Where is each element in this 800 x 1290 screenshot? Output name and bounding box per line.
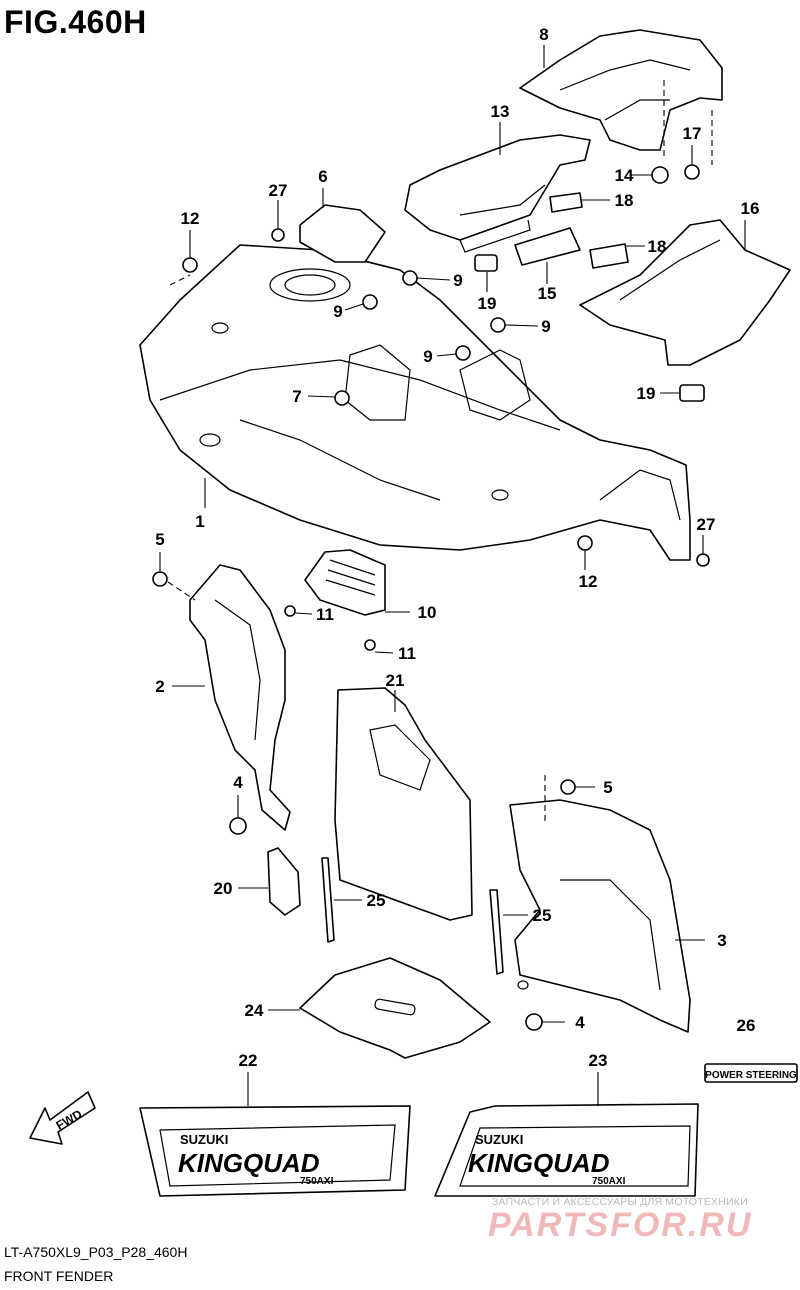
part-25-tie-a[interactable] [321, 857, 335, 943]
fastener-27-a[interactable] [271, 200, 285, 242]
fastener-9-d[interactable] [436, 345, 471, 361]
part-18-pad-a[interactable] [549, 192, 583, 213]
callout-4-b: 4 [575, 1013, 585, 1032]
callout-4-a: 4 [233, 773, 243, 792]
figure-title: FIG.460H [4, 4, 147, 40]
part-25-tie-b[interactable] [489, 889, 504, 975]
watermark-logo: PARTSFOR.RU [488, 1206, 753, 1244]
fastener-4-a[interactable] [229, 795, 247, 835]
decal-22-sub: 750AXI [300, 1176, 334, 1187]
part-16-side-panel[interactable] [579, 219, 791, 366]
callout-18-b: 18 [648, 237, 667, 256]
callout-22: 22 [239, 1051, 258, 1070]
callout-10: 10 [418, 603, 437, 622]
part-13-bracket[interactable] [404, 134, 591, 241]
decal-22-model: KINGQUAD [178, 1148, 320, 1178]
part-15-plate[interactable] [514, 227, 581, 266]
callout-20: 20 [214, 879, 233, 898]
callout-9-a: 9 [453, 271, 462, 290]
callout-27-a: 27 [269, 181, 288, 200]
footer-section-name: FRONT FENDER [4, 1268, 114, 1284]
part-6-pad[interactable] [299, 204, 386, 263]
fastener-27-b[interactable] [696, 535, 710, 567]
callout-26: 26 [737, 1016, 756, 1035]
callout-27-b: 27 [697, 515, 716, 534]
part-8-upper-cover[interactable] [519, 29, 723, 151]
fwd-arrow-icon: FWD [29, 1091, 96, 1145]
callout-17: 17 [683, 124, 702, 143]
callout-8: 8 [539, 25, 548, 44]
footer-drawing-code: LT-A750XL9_P03_P28_460H [4, 1244, 188, 1260]
decal-22-brand: SUZUKI [180, 1132, 228, 1147]
part-22-decal-left[interactable]: SUZUKI KINGQUAD 750AXI [139, 1105, 411, 1197]
fastener-12-b[interactable] [577, 535, 593, 570]
callout-21: 21 [386, 671, 405, 690]
decal-23-model: KINGQUAD [468, 1148, 610, 1178]
part-23-decal-right[interactable]: SUZUKI KINGQUAD 750AXI [434, 1103, 699, 1197]
callout-13: 13 [491, 102, 510, 121]
callout-12-b: 12 [579, 572, 598, 591]
callout-3: 3 [717, 931, 726, 950]
part-1-front-fender[interactable] [139, 244, 691, 561]
callout-7: 7 [292, 387, 301, 406]
callout-9-c: 9 [541, 317, 550, 336]
part-18-pad-b[interactable] [589, 243, 629, 269]
callout-6: 6 [318, 167, 327, 186]
callout-9-b: 9 [333, 302, 342, 321]
power-steering-text: POWER STEERING [705, 1070, 797, 1081]
callout-5-a: 5 [155, 530, 164, 549]
fastener-5-a[interactable] [152, 552, 168, 587]
callout-18-a: 18 [615, 191, 634, 210]
fastener-9-c[interactable] [490, 317, 539, 333]
screw-11-a[interactable] [284, 605, 313, 617]
part-2-inner-fender-left[interactable] [189, 564, 291, 831]
fastener-17[interactable] [684, 145, 700, 180]
fastener-12-a[interactable] [182, 230, 198, 273]
part-19-cushion-b[interactable] [679, 384, 705, 402]
callout-16: 16 [741, 199, 760, 218]
callout-5-b: 5 [603, 778, 612, 797]
part-3-inner-fender-right[interactable] [509, 799, 691, 1033]
fastener-9-a[interactable] [402, 270, 451, 286]
fastener-14[interactable] [630, 166, 669, 184]
fastener-4-b[interactable] [525, 1013, 565, 1031]
callout-11-b: 11 [398, 644, 416, 663]
decal-23-brand: SUZUKI [475, 1132, 523, 1147]
part-21-mud-guard[interactable] [334, 687, 473, 921]
callout-14: 14 [615, 166, 634, 185]
fastener-9-b[interactable] [344, 294, 378, 311]
callout-9-d: 9 [423, 347, 432, 366]
part-26-label[interactable] [704, 1063, 798, 1083]
callout-1: 1 [195, 512, 204, 531]
fastener-5-b[interactable] [560, 779, 595, 795]
callout-12-a: 12 [181, 209, 200, 228]
fastener-7[interactable] [307, 390, 350, 406]
callout-19-a: 19 [478, 294, 497, 313]
watermark-tagline: ЗАПЧАСТИ И АКСЕССУАРЫ ДЛЯ МОТОТЕХНИКИ [492, 1196, 748, 1208]
part-10-grille[interactable] [304, 549, 386, 616]
screw-11-b[interactable] [364, 639, 394, 654]
part-19-cushion-a[interactable] [474, 254, 498, 272]
callout-11-a: 11 [316, 605, 334, 624]
callout-15: 15 [538, 284, 557, 303]
part-24-plate[interactable] [299, 957, 491, 1059]
callout-24: 24 [245, 1001, 264, 1020]
part-20-bracket[interactable] [267, 847, 301, 916]
callout-23: 23 [589, 1051, 608, 1070]
callout-19-b: 19 [637, 384, 656, 403]
callout-2: 2 [155, 677, 164, 696]
callout-25-b: 25 [533, 906, 552, 925]
callout-25-a: 25 [367, 891, 386, 910]
decal-23-sub: 750AXI [592, 1176, 626, 1187]
